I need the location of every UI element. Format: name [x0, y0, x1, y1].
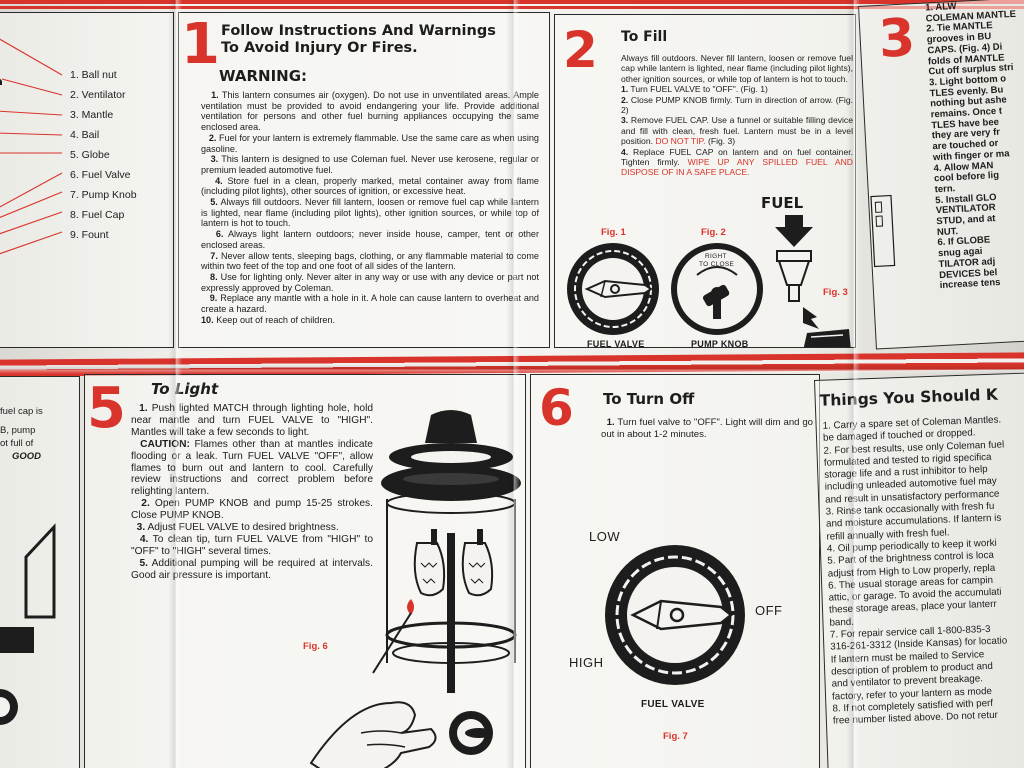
warning-item-9: 9. Replace any mantle with a hole in it.…: [201, 293, 539, 315]
step1-title-line1: Follow Instructions And Warnings: [221, 23, 496, 39]
warning-item-1: 1. This lantern consumes air (oxygen). D…: [201, 90, 539, 133]
right-to-close-line1: RIGHT: [705, 253, 727, 260]
fig7-label: Fig. 7: [663, 731, 688, 742]
step2-title: To Fill: [621, 29, 668, 45]
part-label-8: 8. Fuel Cap: [70, 209, 125, 221]
step1-panel: 1 Follow Instructions And Warnings To Av…: [178, 12, 550, 348]
step6-instructions: 1. Turn fuel valve to "OFF". Light will …: [601, 417, 813, 440]
valve-low-label: LOW: [589, 529, 621, 544]
part-label-6: 6. Fuel Valve: [70, 169, 131, 181]
pump-knob-figure: [671, 243, 763, 335]
step5-item-5: 5. Additional pumping will be required a…: [131, 557, 373, 581]
horizontal-fold: [0, 364, 1024, 374]
fig6-label: Fig. 6: [303, 641, 328, 652]
warning-item-10: 10. Keep out of reach of children.: [201, 314, 335, 325]
step2-intro: Always fill outdoors. Never fill lantern…: [621, 53, 853, 84]
step2-item-3: 3. Remove FUEL CAP. Use a funnel or suit…: [621, 115, 854, 147]
right-to-close-line2: TO CLOSE: [699, 261, 735, 268]
ball-nut-icon: [0, 78, 2, 85]
fuel-valve-figure: [567, 243, 659, 335]
vertical-fold-2: [506, 0, 520, 768]
step2-panel: 2 To Fill Always fill outdoors. Never fi…: [554, 14, 856, 348]
warning-item-5: 5. Always fill outdoors. Never fill lant…: [201, 197, 539, 229]
step5-item-3: 3. Adjust FUEL VALVE to desired brightne…: [136, 522, 339, 534]
part-label-9: 9. Fount: [70, 229, 109, 241]
pump-knob-caption: PUMP KNOB: [691, 339, 749, 348]
warning-item-6: 6. Always light lantern outdoors; never …: [201, 229, 539, 250]
warning-list: 1. This lantern consumes air (oxygen). D…: [201, 90, 539, 325]
fig2-label: Fig. 2: [701, 227, 726, 238]
fuel-valve-off-figure: [605, 545, 745, 685]
fuel-funnel-figure: [775, 215, 851, 347]
step3-number: 3: [877, 8, 917, 70]
match-flame-icon: [407, 599, 414, 615]
valve-high-label: HIGH: [569, 655, 604, 670]
part-label-2: 2. Ventilator: [70, 89, 126, 101]
parts-list-panel: 1. Ball nut 2. Ventilator 3. Mantle 4. B…: [0, 12, 174, 348]
step5-item-4: 4. To clean tip, turn FUEL VALVE from "H…: [131, 533, 373, 557]
step2-number: 2: [563, 21, 598, 79]
step2-item-1: 1. Turn FUEL VALVE to "OFF". (Fig. 1): [621, 84, 768, 95]
warning-item-4: 4. Store fuel in a clean, properly marke…: [201, 175, 539, 197]
step2-item-4: 4. Replace FUEL CAP on lantern and on fu…: [621, 146, 854, 178]
part-label-5: 5. Globe: [70, 149, 110, 161]
warning-item-8: 8. Use for lighting only. Never alter in…: [201, 271, 539, 293]
part-label-3: 3. Mantle: [70, 109, 114, 121]
warning-item-7: 7. Never allow tents, sleeping bags, clo…: [201, 250, 539, 272]
step5-number: 5: [87, 376, 126, 441]
fig1-label: Fig. 1: [601, 227, 626, 238]
valve-off-label: OFF: [755, 603, 783, 618]
step6-number: 6: [539, 379, 574, 437]
mantle-right-icon: [461, 542, 494, 597]
step2-instructions: Always fill outdoors. Never fill lantern…: [621, 53, 853, 178]
vertical-fold-1: [168, 0, 182, 768]
part-label-1: 1. Ball nut: [70, 69, 117, 81]
step5-item-1: 1. Push lighted MATCH through lighting h…: [131, 403, 373, 438]
step4-fragment-panel: fuel cap is B, pump ot full of GOOD: [0, 376, 80, 768]
warning-item-2: 2. Fuel for your lantern is extremely fl…: [201, 132, 539, 154]
step2-item-2: 2. Close PUMP KNOB firmly. Turn in direc…: [621, 94, 853, 116]
lantern-callout-lines: [0, 38, 63, 255]
warning-heading: WARNING:: [219, 67, 308, 85]
lantern-lighting-figure: [309, 410, 521, 768]
part-label-4: 4. Bail: [70, 129, 100, 141]
mantle-left-icon: [413, 542, 446, 597]
part-label-7: 7. Pump Knob: [70, 189, 137, 201]
step6-valve-caption: FUEL VALVE: [641, 699, 705, 710]
fuel-valve-caption: FUEL VALVE: [587, 339, 645, 348]
warning-item-3: 3. This lantern is designed to use Colem…: [201, 154, 539, 175]
step1-number: 1: [181, 12, 220, 77]
vertical-fold-3: [846, 0, 860, 768]
step4-fragment-text: fuel cap is B, pump ot full of GOOD: [0, 406, 43, 462]
lantern-base-figure: [0, 523, 56, 725]
fig3-label: Fig. 3: [823, 287, 848, 298]
step6-title: To Turn Off: [603, 390, 695, 408]
hand-icon: [309, 701, 437, 768]
fuel-word: FUEL: [761, 194, 804, 212]
step6-panel: 6 To Turn Off 1. Turn fuel valve to "OFF…: [530, 374, 820, 768]
step6-item-1: 1. Turn fuel valve to "OFF". Light will …: [601, 417, 813, 440]
globe-figure: [870, 194, 896, 268]
step1-title-line2: To Avoid Injury Or Fires.: [221, 40, 418, 56]
step5-title: To Light: [151, 380, 219, 398]
step5-panel: 5 To Light 1. Push lighted MATCH through…: [84, 374, 526, 768]
